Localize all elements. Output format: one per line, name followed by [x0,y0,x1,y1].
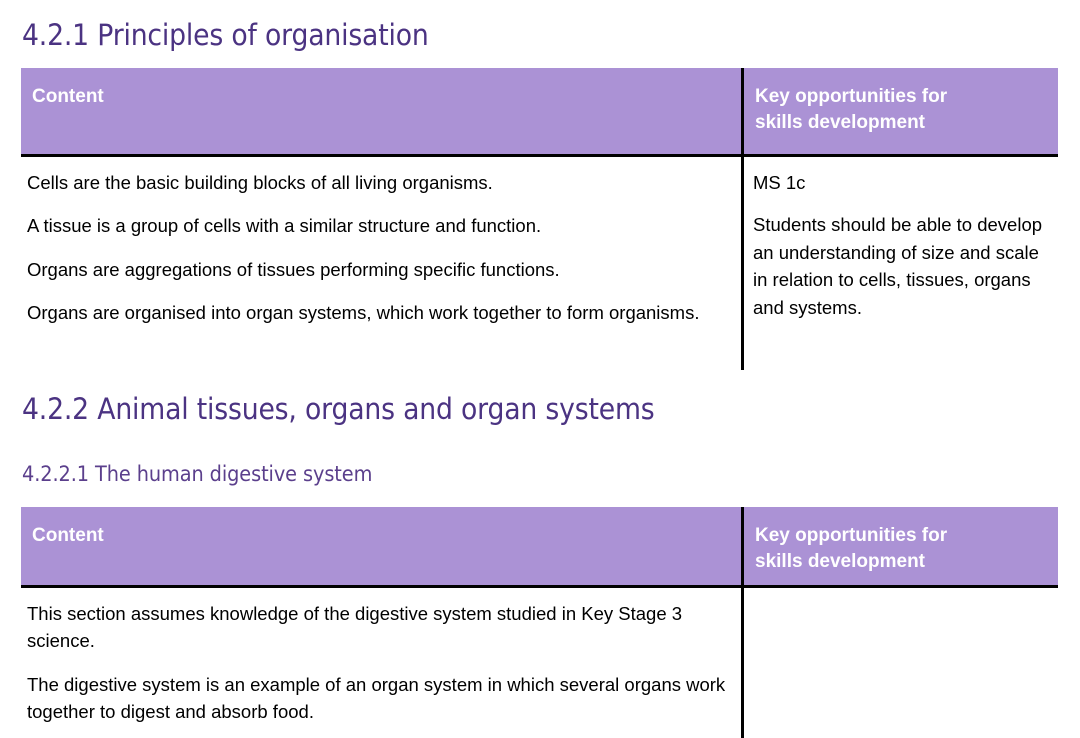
table-header-row: Content Key opportunities for skills deve… [21,507,1058,588]
spec-table-human-digestive-system: Content Key opportunities for skills deve… [21,507,1058,738]
skills-reference-code: MS 1c [753,172,806,193]
table-header-cell-skills: Key opportunities for skills development [741,507,1058,585]
page-subtitle-section-4-2-2-1: 4.2.2.1 The human digestive system [22,462,373,486]
column-header-content: Content [32,86,104,107]
column-header-skills: Key opportunities for skills development [744,68,1058,136]
content-paragraph: Organs are aggregations of tissues perfo… [27,258,560,280]
table-header-cell-content: Content [21,68,741,154]
content-paragraph-list: Cells are the basic building blocks of a… [21,157,741,327]
column-header-skills-line2: skills development [755,551,926,573]
skills-paragraph: Students should be able to develop an un… [753,214,1043,318]
column-header-skills-line1: Key opportunities for [755,86,948,107]
skills-paragraph-list-empty [744,588,1058,610]
table-header-row: Content Key opportunities for skills deve… [21,68,1058,157]
table-cell-content: Cells are the basic building blocks of a… [21,157,741,370]
content-paragraph: The digestive system is an example of an… [27,673,726,723]
content-paragraph: This section assumes knowledge of the di… [27,603,683,652]
column-header-skills-line2: skills development [755,112,926,134]
column-header-skills: Key opportunities for skills development [744,507,1058,575]
column-header-skills-line1: Key opportunities for [755,525,948,546]
table-cell-skills: MS 1c Students should be able to develop… [741,157,1058,370]
table-body-row: This section assumes knowledge of the di… [21,588,1058,738]
table-cell-content: This section assumes knowledge of the di… [21,588,741,738]
table-body-row: Cells are the basic building blocks of a… [21,157,1058,370]
page-title-section-4-2-1: 4.2.1 Principles of organisation [22,18,429,52]
table-header-cell-skills: Key opportunities for skills development [741,68,1058,154]
skills-paragraph-list: MS 1c Students should be able to develop… [744,157,1058,321]
content-paragraph: Organs are organised into organ systems,… [27,302,700,324]
content-paragraph: Cells are the basic building blocks of a… [27,172,493,193]
column-header-content: Content [32,525,104,546]
content-paragraph-list: This section assumes knowledge of the di… [21,588,741,726]
table-cell-skills [741,588,1058,738]
page-title-section-4-2-2: 4.2.2 Animal tissues, organs and organ s… [22,392,655,426]
table-header-cell-content: Content [21,507,741,585]
content-paragraph: A tissue is a group of cells with a simi… [27,215,542,237]
spec-table-principles-of-organisation: Content Key opportunities for skills deve… [21,68,1058,370]
